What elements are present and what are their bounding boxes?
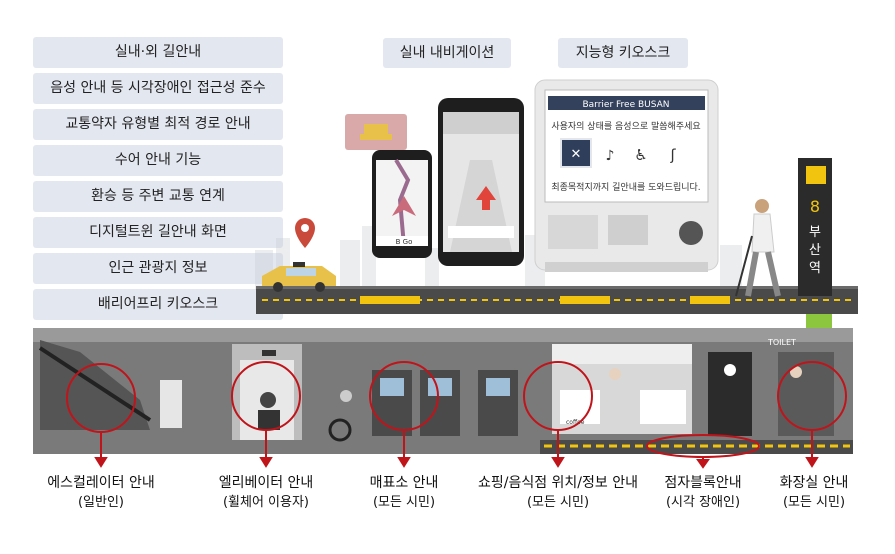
station-name-char: 역 [809,261,821,276]
phone-map [372,150,432,258]
caption-ticket: 매표소 안내 (모든 시민) [344,474,464,512]
feature-item: 교통약자 유형별 최적 경로 안내 [33,109,283,140]
station-name-char: 부 [809,225,821,240]
kiosk-header: Barrier Free BUSAN [582,100,669,110]
feature-item: 환승 등 주변 교통 연계 [33,181,283,212]
station-number: 8 [810,197,820,216]
feature-item: 디지털트윈 길안내 화면 [33,217,283,248]
station-sign [798,158,832,296]
feature-item: 음성 안내 등 시각장애인 접근성 준수 [33,73,283,104]
feature-item: 인근 관광지 정보 [33,253,283,284]
caption-title: 에스컬레이터 안내 [47,475,155,491]
caption-toilet: 화장실 안내 (모든 시민) [762,474,866,512]
location-pin-icon [295,218,315,248]
pointer-arrows [94,430,819,469]
taxi-message-bubble [345,114,407,158]
caption-shopping: 쇼핑/음식점 위치/정보 안내 (모든 시민) [466,474,650,512]
feature-item: 실내·외 길안내 [33,37,283,68]
caption-elevator: 엘리베이터 안내 (휠체어 이용자) [196,474,336,512]
hearing-icon: ♪ [606,148,615,164]
caption-sub: (모든 시민) [782,495,846,510]
caption-title: 엘리베이터 안내 [218,475,314,491]
caption-title: 점자블록안내 [664,475,742,491]
caption-title: 쇼핑/음식점 위치/정보 안내 [477,475,638,491]
person-with-cane [735,199,781,297]
road [256,286,858,314]
caption-sub: (모든 시민) [526,495,590,510]
toilet-sign: TOILET [767,338,796,347]
caption-sub: (일반인) [77,495,125,510]
caption-sub: (휠체어 이용자) [222,495,310,510]
underground-scene [33,328,853,454]
phone-brand-text: B Go [396,238,413,246]
station-name-char: 산 [809,243,821,258]
eye-slash-icon: ✕ [571,147,582,162]
phone-ar-navigation [438,98,524,266]
cane-icon: ʃ [669,146,676,164]
indoor-navigation-label: 실내 내비게이션 [383,38,511,68]
taxi-icon [262,262,336,292]
caption-sub: (시각 장애인) [665,495,741,510]
wheelchair-icon: ♿ [634,146,647,164]
kiosk-prompt: 사용자의 상태를 음성으로 말씀해주세요 [551,120,700,132]
smart-kiosk-label: 지능형 키오스크 [558,38,688,68]
caption-escalator: 에스컬레이터 안내 (일반인) [26,474,176,512]
caption-title: 화장실 안내 [779,475,849,491]
caption-title: 매표소 안내 [369,475,439,491]
caption-tactile: 점자블록안내 (시각 장애인) [648,474,758,512]
kiosk: ✕ ♪ ♿ ʃ [534,79,719,272]
kiosk-footer: 최종목적지까지 길안내를 도와드립니다. [551,181,700,193]
cafe-sign: coffee [566,419,585,426]
caption-sub: (모든 시민) [372,495,436,510]
feature-item: 배리어프리 키오스크 [33,289,283,320]
feature-item: 수어 안내 기능 [33,145,283,176]
